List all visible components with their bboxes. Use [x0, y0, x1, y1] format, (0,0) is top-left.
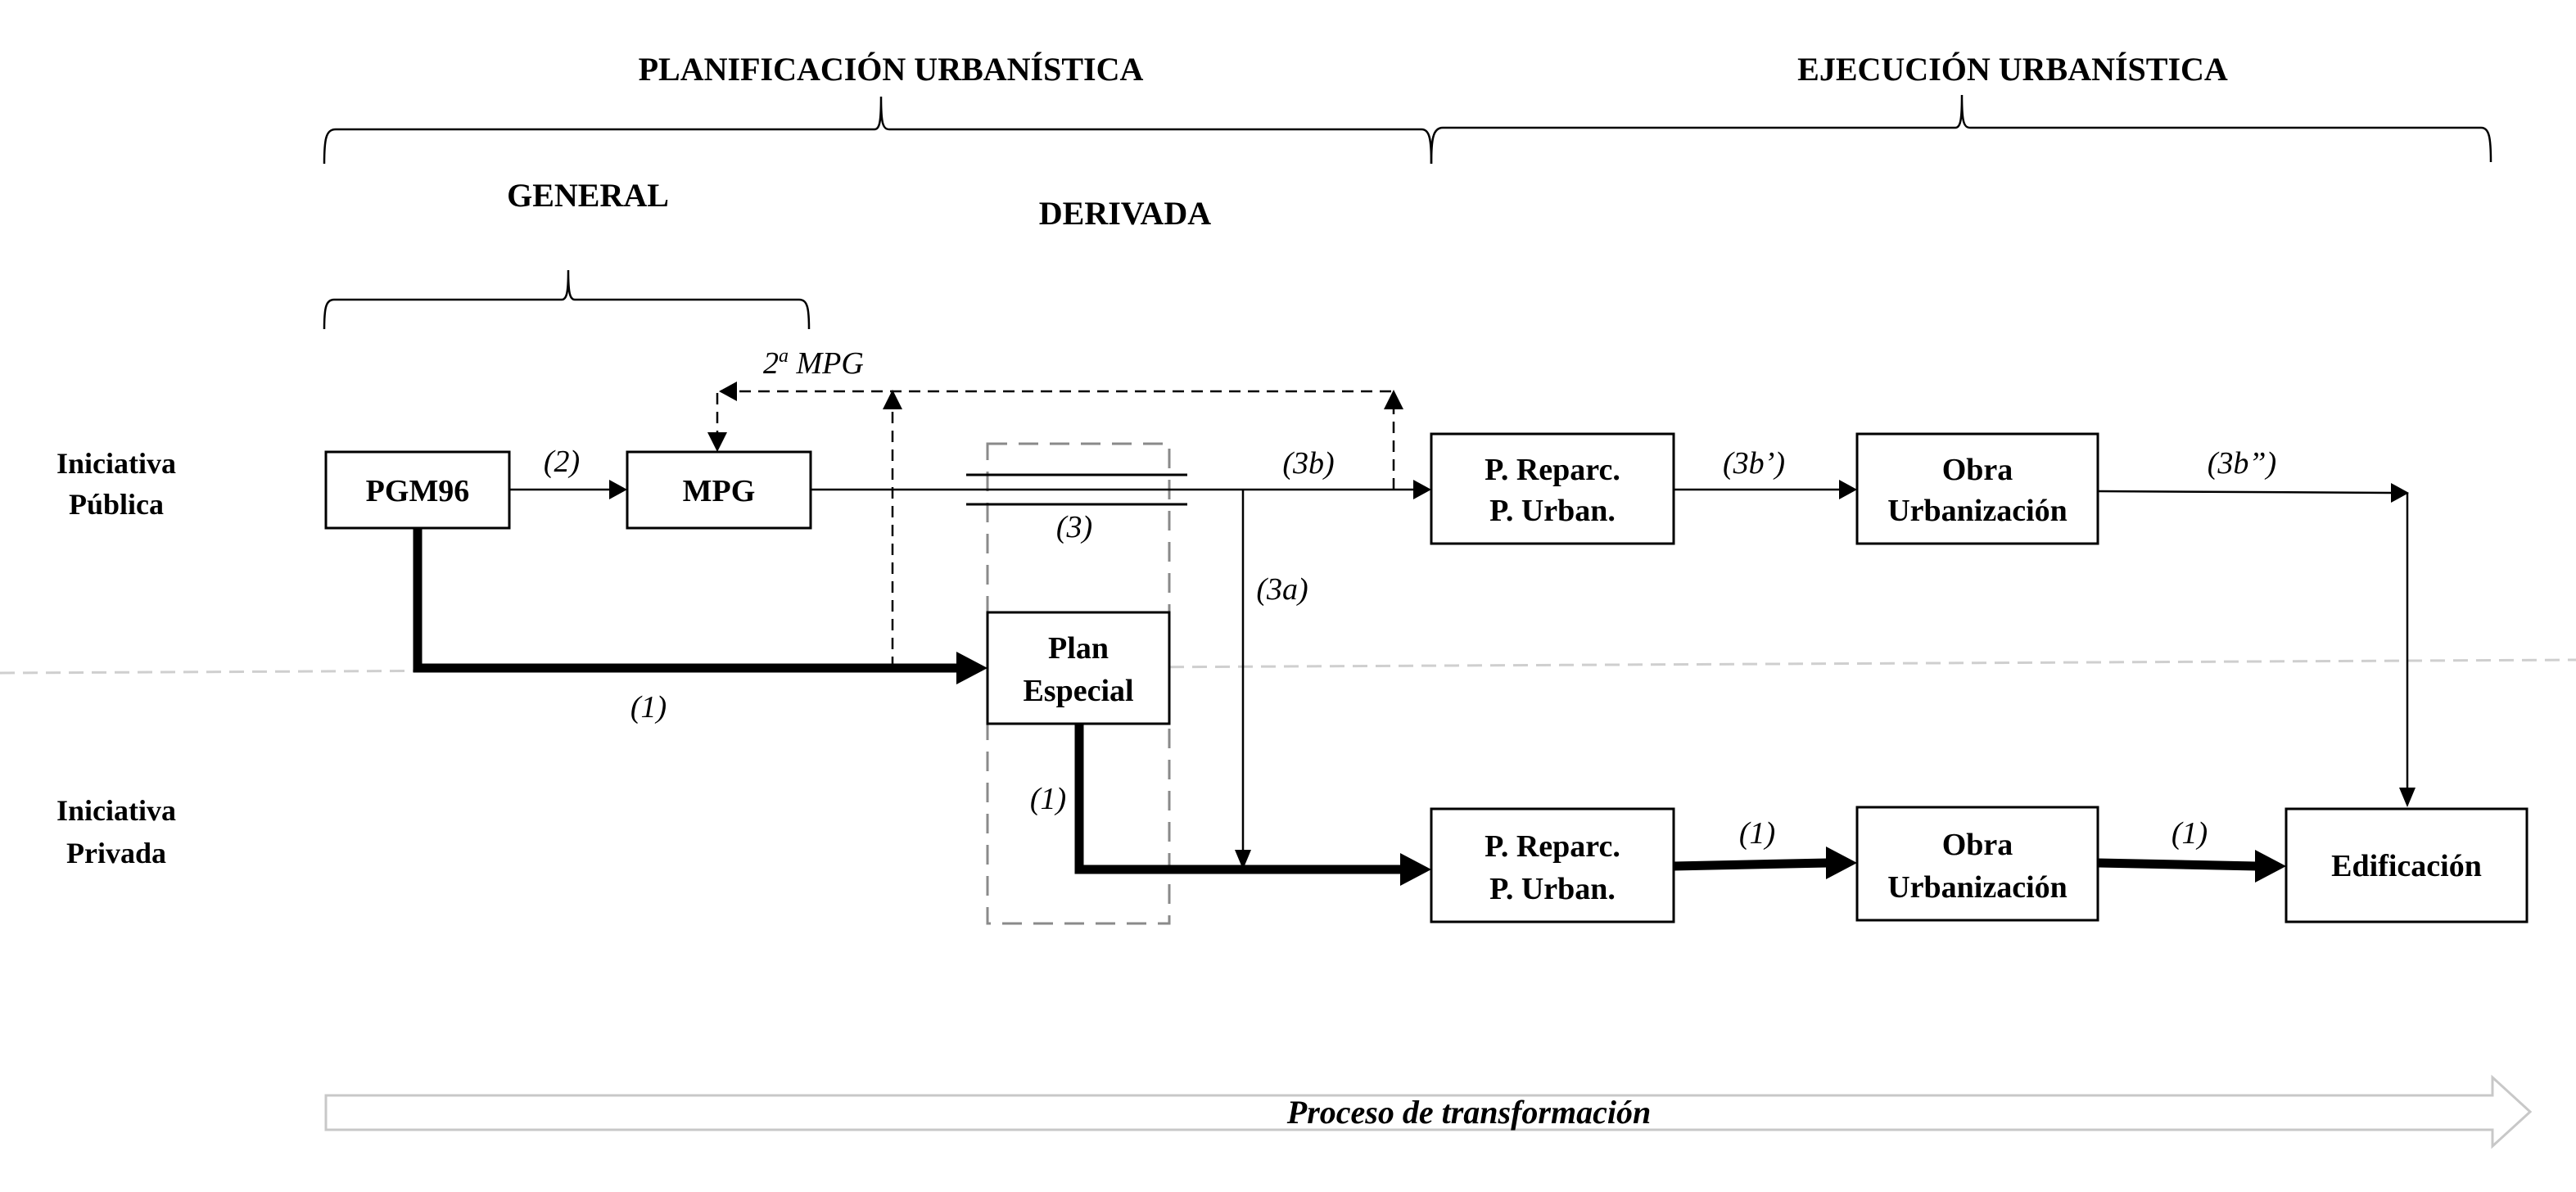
box-plan-especial-line1: Plan [1048, 631, 1109, 666]
box-obra-publica-line1: Obra [1942, 453, 2013, 487]
arrowhead-icon [1839, 480, 1857, 499]
box-mpg: MPG [626, 450, 812, 530]
label-1-obra: (1) [2172, 816, 2208, 851]
box-edificacion-label: Edificación [2331, 849, 2482, 883]
row-label-publica-2: Pública [69, 488, 164, 521]
box-reparc-publica-line2: P. Urban. [1489, 494, 1616, 528]
brace-general [323, 269, 811, 330]
box-plan-especial: Plan Especial [986, 611, 1171, 725]
thick-reparc-obra [1673, 858, 1828, 871]
thick-arrowhead-icon [2255, 850, 2286, 883]
header-planificacion: PLANIFICACIÓN URBANÍSTICA [639, 51, 1144, 88]
row-label-publica-1: Iniciativa [56, 447, 176, 480]
box-reparc-privada-line2: P. Urban. [1489, 872, 1616, 906]
label-3a: (3a) [1256, 572, 1308, 607]
row-label-privada-2: Privada [66, 837, 166, 869]
arrow-obra-edificacion [2097, 490, 2392, 494]
thick-arrowhead-icon [956, 652, 987, 684]
box-pgm96: PGM96 [324, 450, 511, 530]
arrowhead-icon [2391, 483, 2409, 503]
initiative-separator [0, 658, 2576, 675]
arrowhead-icon [1235, 850, 1251, 869]
label-3: (3) [1056, 510, 1092, 544]
label-3b: (3b) [1282, 446, 1334, 481]
arrowhead-icon [1413, 480, 1431, 499]
thick-obra-edificacion [2097, 858, 2257, 871]
box-edificacion: Edificación [2285, 807, 2529, 923]
thick-pgm-plan [413, 528, 958, 673]
label-1-pgm: (1) [630, 690, 667, 725]
label-3b-double-prime: (3b”) [2208, 446, 2276, 481]
box-obra-privada-line1: Obra [1942, 828, 2013, 862]
thick-arrowhead-icon [1400, 853, 1431, 886]
header-ejecucion: EJECUCIÓN URBANÍSTICA [1797, 51, 2228, 88]
box-obra-publica-line2: Urbanización [1887, 494, 2068, 528]
box-reparc-publica-line1: P. Reparc. [1485, 453, 1620, 487]
mpg2-arrow-up-1-icon [883, 390, 902, 409]
header-derivada: DERIVADA [1039, 195, 1212, 232]
label-1-reparc: (1) [1739, 816, 1775, 851]
brace-ejecucion [1430, 94, 2492, 165]
arrowhead-icon [609, 480, 627, 499]
box-obra-privada-line2: Urbanización [1887, 870, 2068, 905]
label-1-plan: (1) [1030, 782, 1066, 816]
mpg2-arrow-up-2-icon [1384, 390, 1403, 409]
box-mpg-label: MPG [683, 474, 756, 508]
process-arrow [324, 1074, 2533, 1149]
box-reparc-publica: P. Reparc. P. Urban. [1430, 432, 1675, 545]
brace-planificacion [323, 96, 1433, 165]
box-reparc-privada-line1: P. Reparc. [1485, 829, 1620, 864]
thick-arrowhead-icon [1826, 847, 1857, 879]
thick-plan-reparc [1074, 724, 1402, 874]
box-plan-especial-line2: Especial [1023, 674, 1133, 708]
label-3b-prime: (3b’) [1723, 446, 1785, 481]
label-2: (2) [544, 445, 580, 479]
box-reparc-privada: P. Reparc. P. Urban. [1430, 807, 1675, 923]
arrowhead-icon [2399, 788, 2416, 807]
mpg2-label: 2a MPG [763, 345, 864, 381]
header-general: GENERAL [507, 177, 669, 214]
row-label-privada-1: Iniciativa [56, 794, 176, 827]
box-obra-privada: Obra Urbanización [1855, 806, 2099, 922]
process-label: Proceso de transformación [1286, 1094, 1651, 1131]
box-pgm96-label: PGM96 [366, 474, 470, 508]
box-obra-publica: Obra Urbanización [1855, 432, 2099, 545]
mpg2-arrow-left-icon [719, 382, 737, 401]
mpg2-arrow-down-icon [707, 432, 727, 452]
